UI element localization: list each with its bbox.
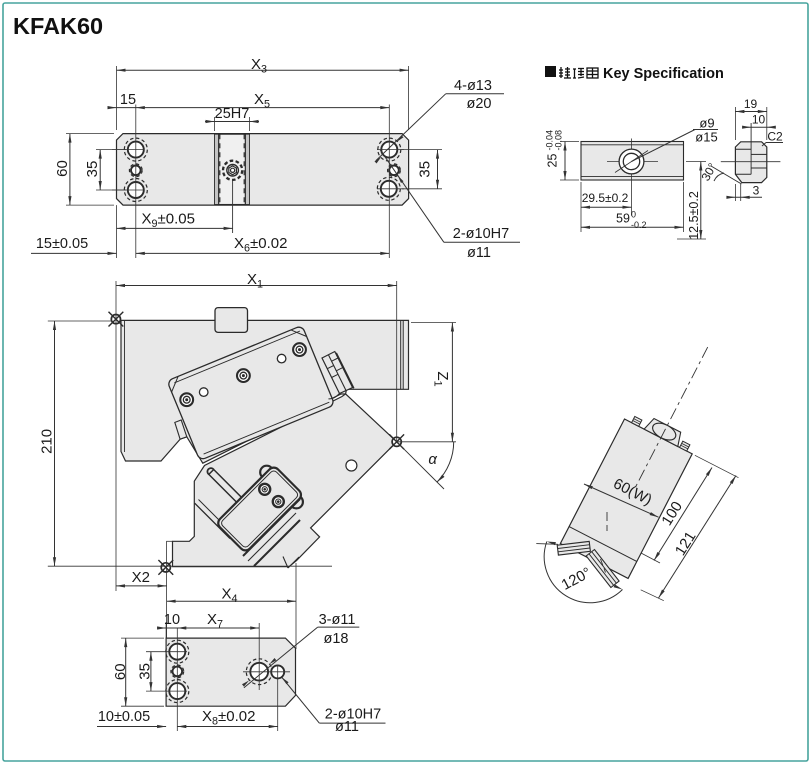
svg-text:ø11: ø11 — [467, 245, 491, 261]
svg-text:10: 10 — [752, 113, 766, 127]
svg-text:X6±0.02: X6±0.02 — [234, 235, 287, 255]
svg-text:15±0.05: 15±0.05 — [36, 236, 88, 252]
svg-text:0: 0 — [631, 210, 636, 220]
svg-text:ø15: ø15 — [695, 130, 717, 145]
svg-text:-0.04: -0.04 — [545, 130, 555, 151]
svg-text:35: 35 — [137, 663, 154, 680]
svg-text:60: 60 — [112, 663, 129, 680]
svg-text:10±0.05: 10±0.05 — [98, 709, 150, 725]
svg-text:α: α — [428, 451, 437, 468]
svg-text:3: 3 — [753, 183, 760, 197]
svg-text:10: 10 — [164, 612, 180, 628]
svg-text:60: 60 — [54, 160, 71, 177]
svg-text:35: 35 — [84, 161, 101, 178]
svg-text:ø11: ø11 — [335, 719, 359, 735]
svg-text:25: 25 — [546, 154, 560, 168]
svg-text:X9±0.05: X9±0.05 — [142, 211, 195, 231]
svg-text:KFAK60: KFAK60 — [13, 13, 103, 39]
svg-text:Key Specification: Key Specification — [603, 66, 724, 82]
svg-text:59: 59 — [616, 212, 630, 226]
svg-text:3-ø11: 3-ø11 — [319, 612, 356, 628]
svg-text:2-ø10H7: 2-ø10H7 — [453, 226, 509, 242]
svg-text:C2: C2 — [767, 129, 783, 143]
svg-text:ø9: ø9 — [699, 116, 714, 131]
svg-text:X2: X2 — [132, 569, 150, 586]
svg-text:12.5±0.2: 12.5±0.2 — [687, 191, 701, 240]
svg-text:X8±0.02: X8±0.02 — [202, 708, 255, 728]
svg-text:ø18: ø18 — [324, 631, 349, 647]
svg-text:29.5±0.2: 29.5±0.2 — [582, 191, 629, 205]
svg-text:35: 35 — [417, 161, 434, 178]
svg-text:210: 210 — [39, 429, 56, 454]
svg-text:-0.08: -0.08 — [554, 130, 564, 151]
svg-text:-0.2: -0.2 — [631, 220, 647, 230]
svg-text:15: 15 — [120, 92, 136, 108]
svg-text:2-ø10H7: 2-ø10H7 — [325, 707, 381, 723]
svg-text:ø20: ø20 — [467, 96, 492, 112]
svg-text:19: 19 — [744, 97, 758, 111]
svg-text:4-ø13: 4-ø13 — [454, 78, 492, 94]
svg-text:25H7: 25H7 — [215, 106, 250, 122]
